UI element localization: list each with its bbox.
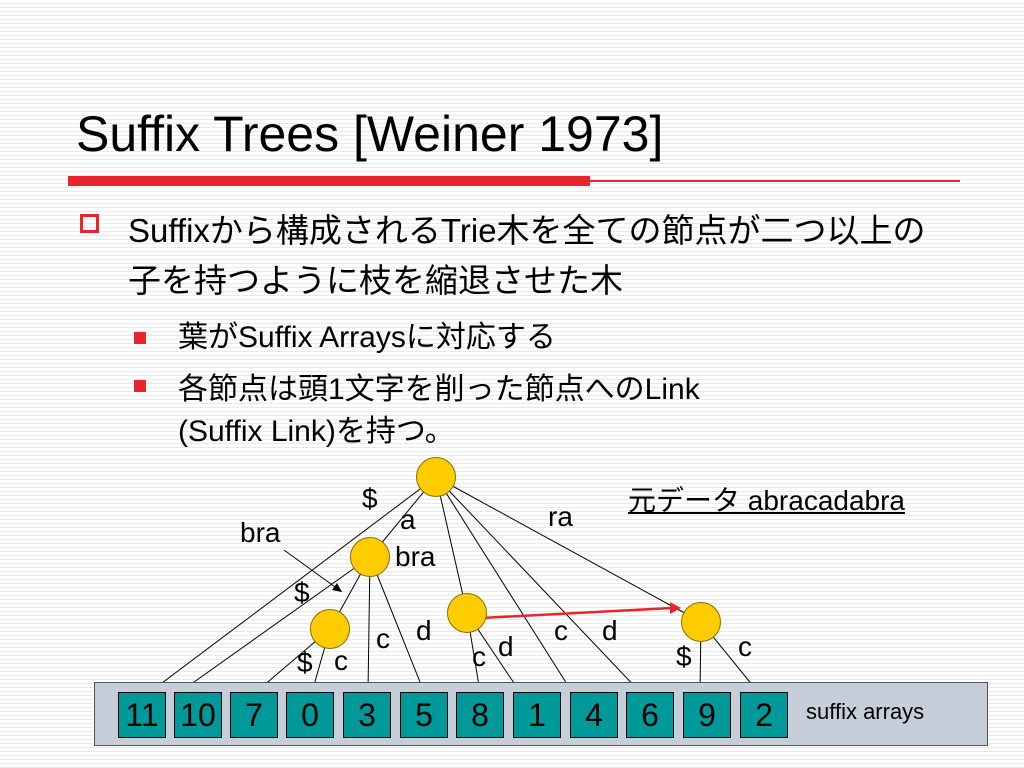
suffix-array-cell: 7 bbox=[230, 692, 278, 738]
suffix-array-cell: 11 bbox=[118, 692, 166, 738]
sub-bullet-text-3: (Suffix Link)を持つ。 bbox=[178, 415, 455, 448]
suffix-array-cell: 0 bbox=[286, 692, 334, 738]
sub-bullet-text-1: 葉がSuffix Arraysに対応する bbox=[178, 321, 556, 354]
edge-label: d bbox=[498, 631, 514, 662]
edge-label: ra bbox=[548, 501, 573, 532]
edge bbox=[149, 476, 437, 693]
original-data-label: 元データ abracadabra bbox=[628, 485, 906, 516]
pointer-arrowhead bbox=[332, 583, 342, 592]
sub-bullet-icon bbox=[134, 380, 146, 392]
tree-node-root bbox=[416, 457, 456, 497]
slide-title: Suffix Trees [Weiner 1973] bbox=[76, 106, 664, 162]
edge bbox=[367, 556, 371, 693]
title-underline-rule bbox=[590, 180, 960, 182]
main-bullet-text: Suffixから構成されるTrie木を全ての節点が二つ以上の子を持つように枝を縮… bbox=[128, 212, 926, 299]
edge bbox=[435, 476, 702, 623]
suffix-array-cell: 2 bbox=[740, 692, 788, 738]
edge-label: $ bbox=[294, 577, 310, 608]
edge-label: d bbox=[602, 615, 618, 646]
suffix-array-cell: 9 bbox=[683, 692, 731, 738]
edge-label: a bbox=[400, 504, 416, 535]
sub-bullet-icon bbox=[134, 332, 146, 344]
tree-node-bra bbox=[447, 593, 487, 633]
edge bbox=[435, 476, 641, 693]
suffix-array-cell: 5 bbox=[400, 692, 448, 738]
suffix-array-cell: 4 bbox=[570, 692, 618, 738]
tree-node-abra bbox=[310, 609, 350, 649]
edge-label: bra bbox=[395, 541, 436, 572]
edge-label: c bbox=[376, 623, 390, 654]
edge-label: $ bbox=[297, 647, 313, 678]
edge-label: bra bbox=[240, 517, 281, 548]
edge-label: c bbox=[738, 631, 752, 662]
edge-label: $ bbox=[676, 641, 692, 672]
edge-label: c bbox=[334, 645, 348, 676]
suffix-array-label: suffix arrays bbox=[806, 699, 925, 724]
edge bbox=[435, 476, 573, 693]
edge-label: c bbox=[472, 641, 486, 672]
tree-node-ra bbox=[681, 602, 721, 642]
bullet-square-icon bbox=[80, 214, 99, 233]
sub-bullet-text-2: 各節点は頭1文字を削った節点へのLink bbox=[178, 373, 700, 406]
tree-node-a bbox=[350, 537, 390, 577]
edge-label: $ bbox=[362, 483, 378, 514]
pointer-arrow bbox=[283, 549, 343, 593]
suffix-array-cell: 3 bbox=[343, 692, 391, 738]
title-underline-bar bbox=[68, 176, 590, 186]
edge-label: c bbox=[554, 615, 568, 646]
suffix-link-arrowhead bbox=[670, 602, 681, 614]
suffix-array-cell: 8 bbox=[456, 692, 504, 738]
suffix-array-cell: 6 bbox=[626, 692, 674, 738]
edge bbox=[369, 556, 425, 693]
suffix-link-arrow bbox=[480, 606, 673, 620]
edge bbox=[179, 556, 371, 693]
edge bbox=[435, 476, 468, 614]
suffix-array-cell: 10 bbox=[174, 692, 222, 738]
suffix-array-cell: 1 bbox=[513, 692, 561, 738]
edge-label: d bbox=[416, 615, 432, 646]
